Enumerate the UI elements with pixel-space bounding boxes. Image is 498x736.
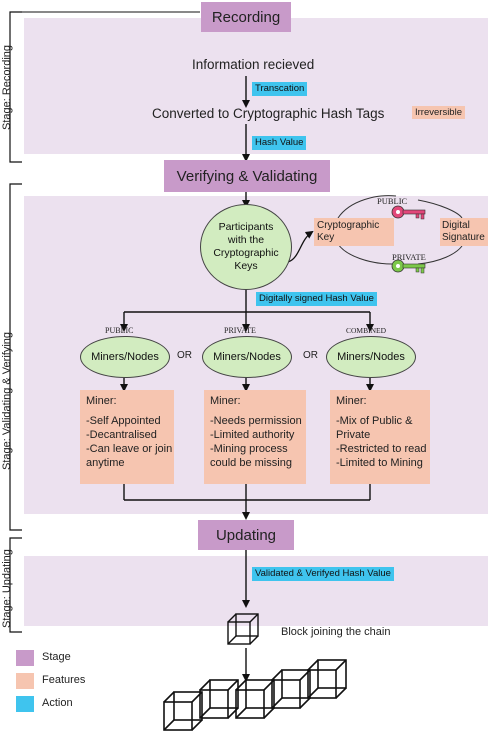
miner-line: Private [336, 429, 371, 441]
miner-line: -Mix of Public & [336, 415, 413, 427]
participants-line-2: with the [227, 234, 265, 246]
stage-updating: Updating [198, 520, 294, 550]
miner-line: -Needs permission [210, 415, 302, 427]
action-transaction: Transcation [252, 82, 308, 96]
legend-label-action: Action [42, 697, 73, 709]
private-key-label: PRIVATE [392, 252, 426, 262]
cryptographic-key-feature: Cryptographic Key [314, 218, 394, 246]
miners-nodes-public: Miners/Nodes [80, 336, 170, 378]
miner-box-combined: Miner: -Mix of Public & Private -Restric… [330, 390, 430, 484]
side-label-recording: Stage: Recording [1, 45, 13, 130]
bracket-updating [9, 537, 22, 633]
miner-line: -Decantralised [86, 429, 157, 441]
converted-text: Converted to Cryptographic Hash Tags [152, 106, 385, 121]
block-cube-icon [227, 613, 259, 645]
irreversible-feature: Irreversible [412, 106, 465, 119]
legend-label-features: Features [42, 674, 86, 686]
miner-title: Miner: [336, 395, 367, 407]
miner-title: Miner: [210, 395, 241, 407]
miner-line: -Mining process [210, 443, 288, 455]
miner-line: -Self Appointed [86, 415, 161, 427]
public-key-label: PUBLIC [377, 196, 408, 206]
miner-line: could be missing [210, 457, 292, 469]
participants-line-1: Participants [218, 221, 274, 233]
miner-line: anytime [86, 457, 125, 469]
miner-line: -Can leave or join [86, 443, 173, 455]
side-label-updating: Stage: Updating [1, 549, 13, 628]
stage-recording: Recording [201, 2, 291, 32]
info-received-text: Information recieved [192, 57, 315, 72]
miner-line: -Limited to Mining [336, 457, 423, 469]
or-label-1: OR [177, 350, 192, 361]
branch-public-label: PUBLIC [105, 326, 134, 335]
private-key-icon [391, 259, 426, 274]
bracket-recording [9, 11, 22, 163]
participants-node: Participants with the Cryptographic Keys [200, 204, 292, 290]
action-digitally-signed: Digitally signed Hash Value [256, 292, 377, 306]
miners-nodes-combined: Miners/Nodes [326, 336, 416, 378]
digital-signature-line-1: Digital [442, 220, 470, 231]
or-label-2: OR [303, 350, 318, 361]
action-validated-hash: Validated & Verifyed Hash Value [252, 567, 394, 581]
legend-swatch-action [16, 696, 34, 712]
action-hash-value: Hash Value [252, 136, 307, 150]
legend-swatch-features [16, 673, 34, 689]
miners-nodes-private: Miners/Nodes [202, 336, 292, 378]
bracket-validating [9, 183, 22, 531]
crypto-key-line-2: Key [317, 232, 335, 243]
digital-signature-line-2: Signature [442, 232, 485, 243]
public-key-icon [391, 205, 426, 220]
legend-label-stage: Stage [42, 651, 71, 663]
crypto-key-line-1: Cryptographic [317, 220, 380, 231]
miner-title: Miner: [86, 395, 117, 407]
legend-swatch-stage [16, 650, 34, 666]
side-label-validating: Stage: Validating & Verifying [1, 332, 13, 470]
participants-line-4: Keys [234, 260, 258, 272]
miner-line: -Limited authority [210, 429, 295, 441]
branch-private-label: PRIVATE [224, 326, 256, 335]
block-joining-text: Block joining the chain [281, 626, 391, 638]
participants-line-3: Cryptographic [213, 247, 279, 259]
digital-signature-feature: Digital Signature [440, 218, 488, 246]
miner-line: -Restricted to read [336, 443, 427, 455]
miner-box-public: Miner: -Self Appointed -Decantralised -C… [80, 390, 174, 484]
blockchain-cubes-icon [163, 659, 347, 731]
branch-combined-label: COMBINED [346, 326, 387, 335]
stage-verifying: Verifying & Validating [164, 160, 330, 192]
miner-box-private: Miner: -Needs permission -Limited author… [204, 390, 306, 484]
